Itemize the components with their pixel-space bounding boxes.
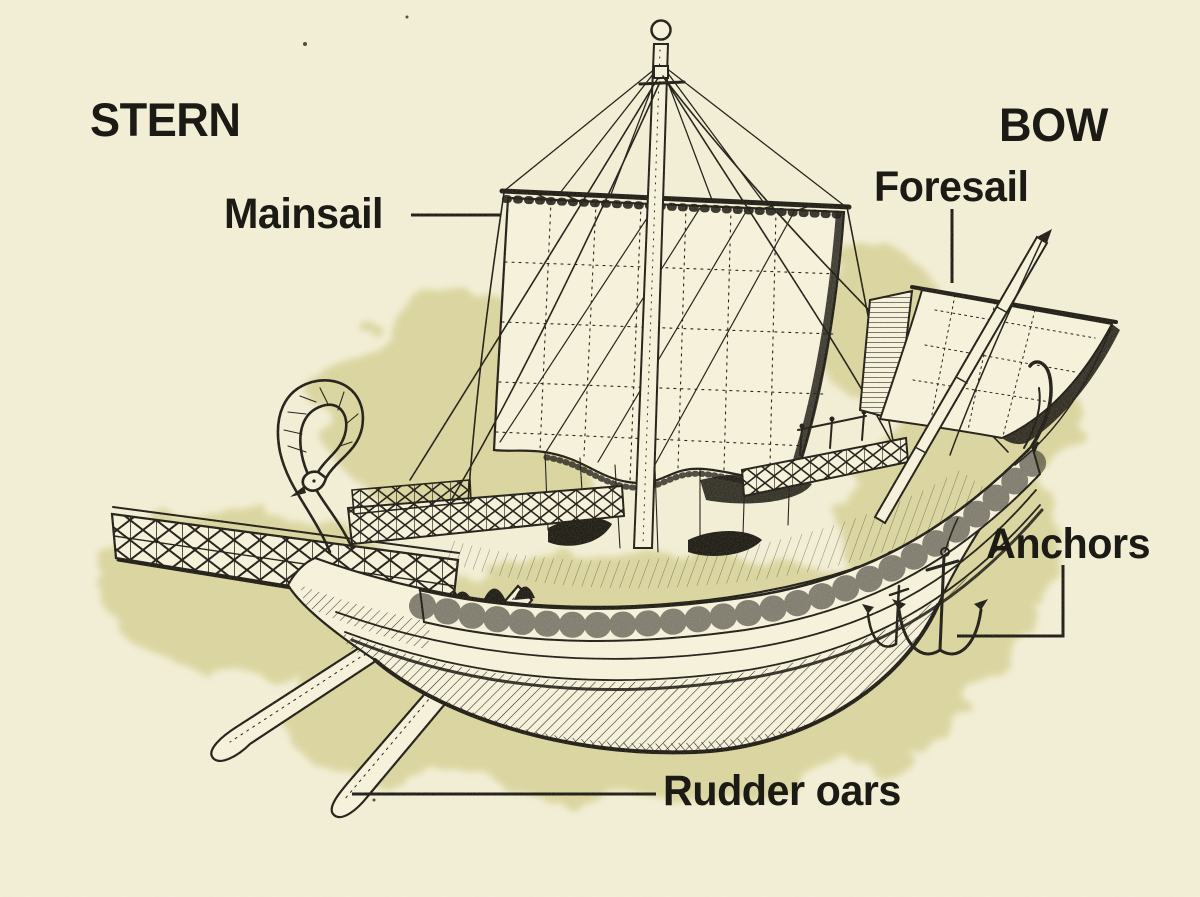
stern-label: STERN: [90, 93, 241, 146]
anchors-label: Anchors: [986, 520, 1151, 568]
mainsail-label: Mainsail: [224, 190, 384, 238]
rudder-oars-label: Rudder oars: [663, 767, 901, 815]
bow-label: BOW: [999, 98, 1108, 151]
foresail-label: Foresail: [874, 163, 1029, 211]
